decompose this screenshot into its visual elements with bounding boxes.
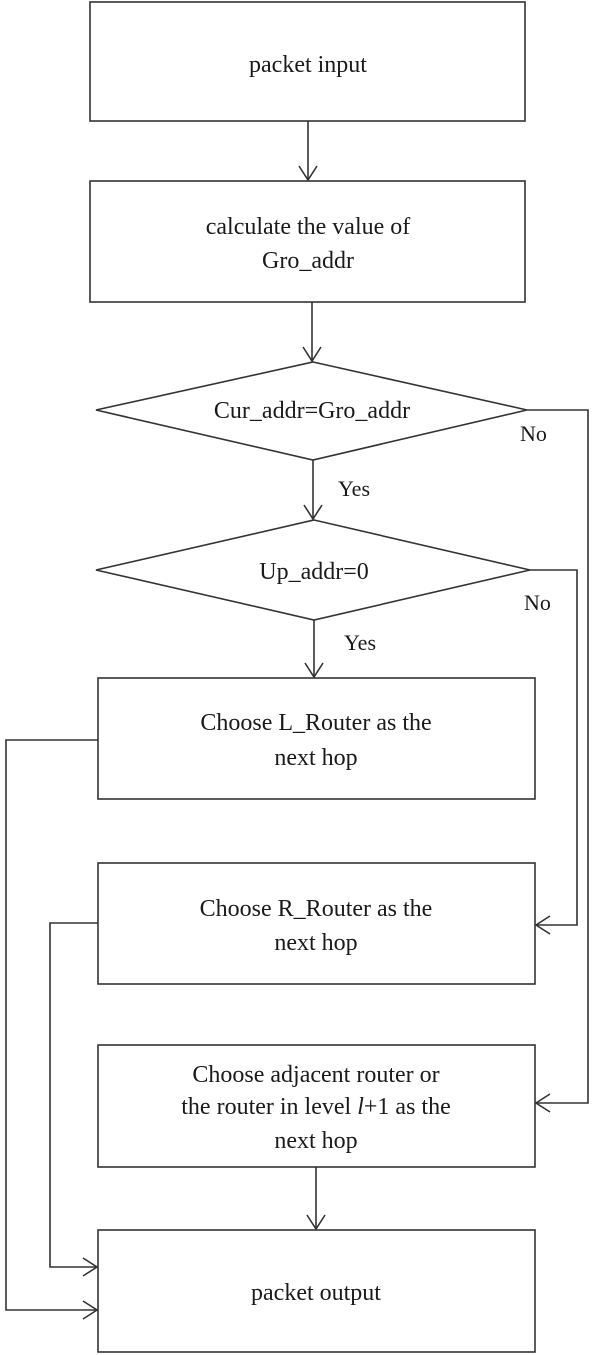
node-choose-r-router-line2: next hop [274, 930, 357, 956]
node-choose-r-router: Choose R_Router as the next hop [97, 862, 536, 985]
node-calculate-gro-addr: calculate the value of Gro_addr [89, 180, 526, 303]
node-packet-input-label: packet input [249, 52, 367, 78]
node-packet-output-label: packet output [251, 1280, 381, 1306]
node-choose-adjacent-router-line2: the router in level l+1 as the [181, 1094, 450, 1120]
edge-l-router-to-output [5, 739, 99, 1320]
label-up-yes: Yes [344, 630, 376, 655]
label-up-no: No [524, 590, 551, 615]
decision-cur-addr-equals-gro-addr: Cur_addr=Gro_addr [95, 361, 528, 461]
node-packet-output: packet output [97, 1229, 536, 1353]
node-choose-l-router-line2: next hop [274, 745, 357, 771]
edge-up-check-yes [304, 620, 324, 679]
node-choose-adjacent-router: Choose adjacent router or the router in … [97, 1044, 536, 1168]
node-calculate-gro-addr-line1: calculate the value of [206, 214, 411, 240]
edge-cur-check-yes [303, 460, 323, 521]
edge-calculate-to-cur-check [302, 302, 322, 363]
line2-prefix: the router in level [181, 1094, 357, 1120]
node-choose-adjacent-router-line3: next hop [274, 1128, 357, 1154]
node-calculate-gro-addr-line2: Gro_addr [262, 248, 354, 274]
edge-adjacent-to-output [306, 1167, 326, 1231]
node-choose-r-router-line1: Choose R_Router as the [200, 896, 433, 922]
line2-suffix: +1 as the [364, 1094, 451, 1120]
edge-r-router-to-output [49, 922, 99, 1277]
label-cur-yes: Yes [338, 476, 370, 501]
level-variable: l [357, 1094, 364, 1120]
decision-up-addr-equals-zero: Up_addr=0 [95, 519, 531, 621]
label-cur-no: No [520, 421, 547, 446]
node-choose-l-router: Choose L_Router as the next hop [97, 677, 536, 800]
node-choose-l-router-line1: Choose L_Router as the [200, 710, 431, 736]
node-packet-input: packet input [89, 1, 526, 122]
node-choose-adjacent-router-line1: Choose adjacent router or [192, 1062, 439, 1088]
edge-up-check-no [530, 569, 578, 935]
decision-cur-addr-label: Cur_addr=Gro_addr [214, 398, 410, 424]
edge-cur-check-no [527, 409, 589, 1113]
edge-input-to-calculate [298, 121, 318, 182]
decision-up-addr-label: Up_addr=0 [259, 559, 369, 585]
